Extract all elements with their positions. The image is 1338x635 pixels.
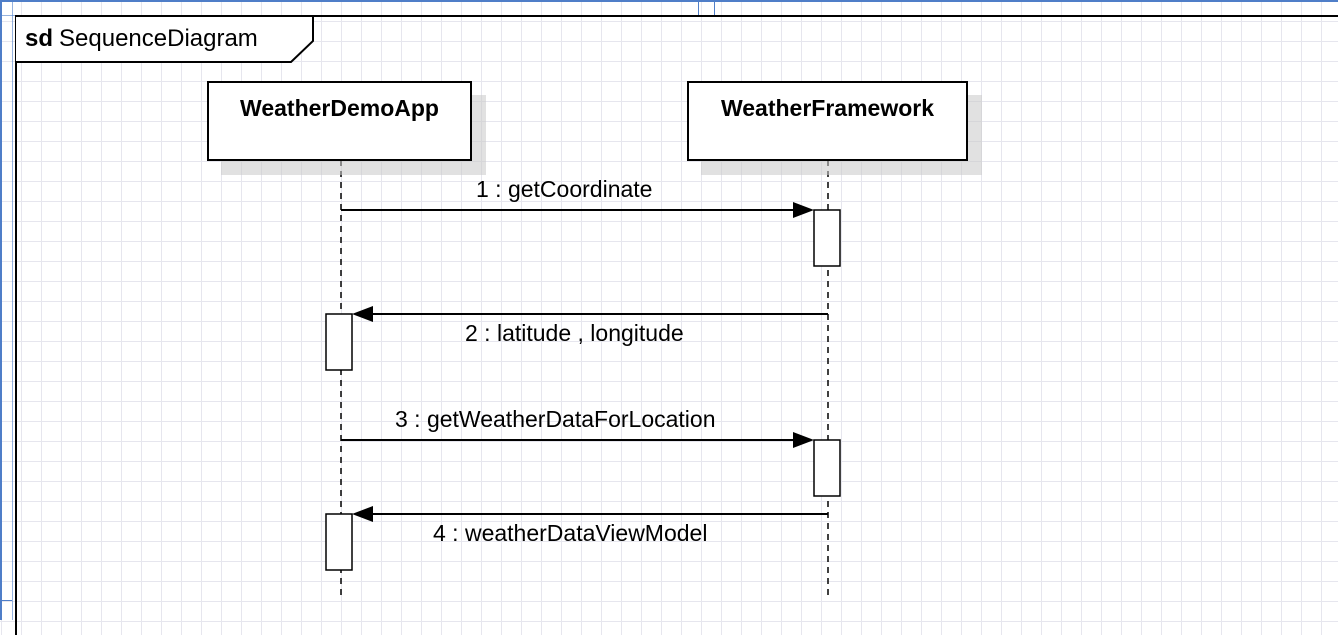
message-label-4: 4 : weatherDataViewModel bbox=[433, 520, 708, 546]
canvas-divider-mark-2 bbox=[714, 0, 715, 15]
frame-name: SequenceDiagram bbox=[59, 25, 258, 52]
lifeline-weatherdemoapp-label: WeatherDemoApp bbox=[240, 95, 439, 121]
message-label-1: 1 : getCoordinate bbox=[476, 176, 653, 202]
sequence-diagram-canvas bbox=[325, 160, 841, 600]
activation-bar-2[interactable] bbox=[325, 313, 353, 371]
lifeline-weatherdemoapp[interactable]: WeatherDemoApp bbox=[207, 81, 472, 161]
lifeline-weatherframework[interactable]: WeatherFramework bbox=[687, 81, 968, 161]
message-label-3: 3 : getWeatherDataForLocation bbox=[395, 406, 716, 432]
sequence-diagram-frame[interactable] bbox=[15, 15, 1338, 635]
message-label-2: 2 : latitude , longitude bbox=[465, 320, 684, 346]
message-arrow-2-head bbox=[352, 306, 373, 322]
canvas-left-edge-inner bbox=[12, 0, 13, 620]
lifeline-weatherframework-label: WeatherFramework bbox=[720, 95, 935, 121]
message-arrow-4-head bbox=[352, 506, 373, 522]
canvas-top-edge bbox=[0, 0, 1338, 2]
activation-bar-4[interactable] bbox=[325, 513, 353, 571]
activation-bars bbox=[325, 209, 841, 571]
message-arrow-3-head bbox=[793, 432, 814, 448]
canvas-left-edge bbox=[0, 0, 2, 620]
message-arrows bbox=[341, 202, 828, 522]
activation-bar-3[interactable] bbox=[813, 439, 841, 497]
canvas-bottom-left-mark bbox=[0, 600, 12, 601]
frame-tab-shape bbox=[16, 15, 314, 63]
activation-bar-1[interactable] bbox=[813, 209, 841, 267]
frame-keyword: sd bbox=[25, 25, 54, 52]
message-arrow-1-head bbox=[793, 202, 814, 218]
canvas-divider-mark bbox=[698, 0, 699, 15]
